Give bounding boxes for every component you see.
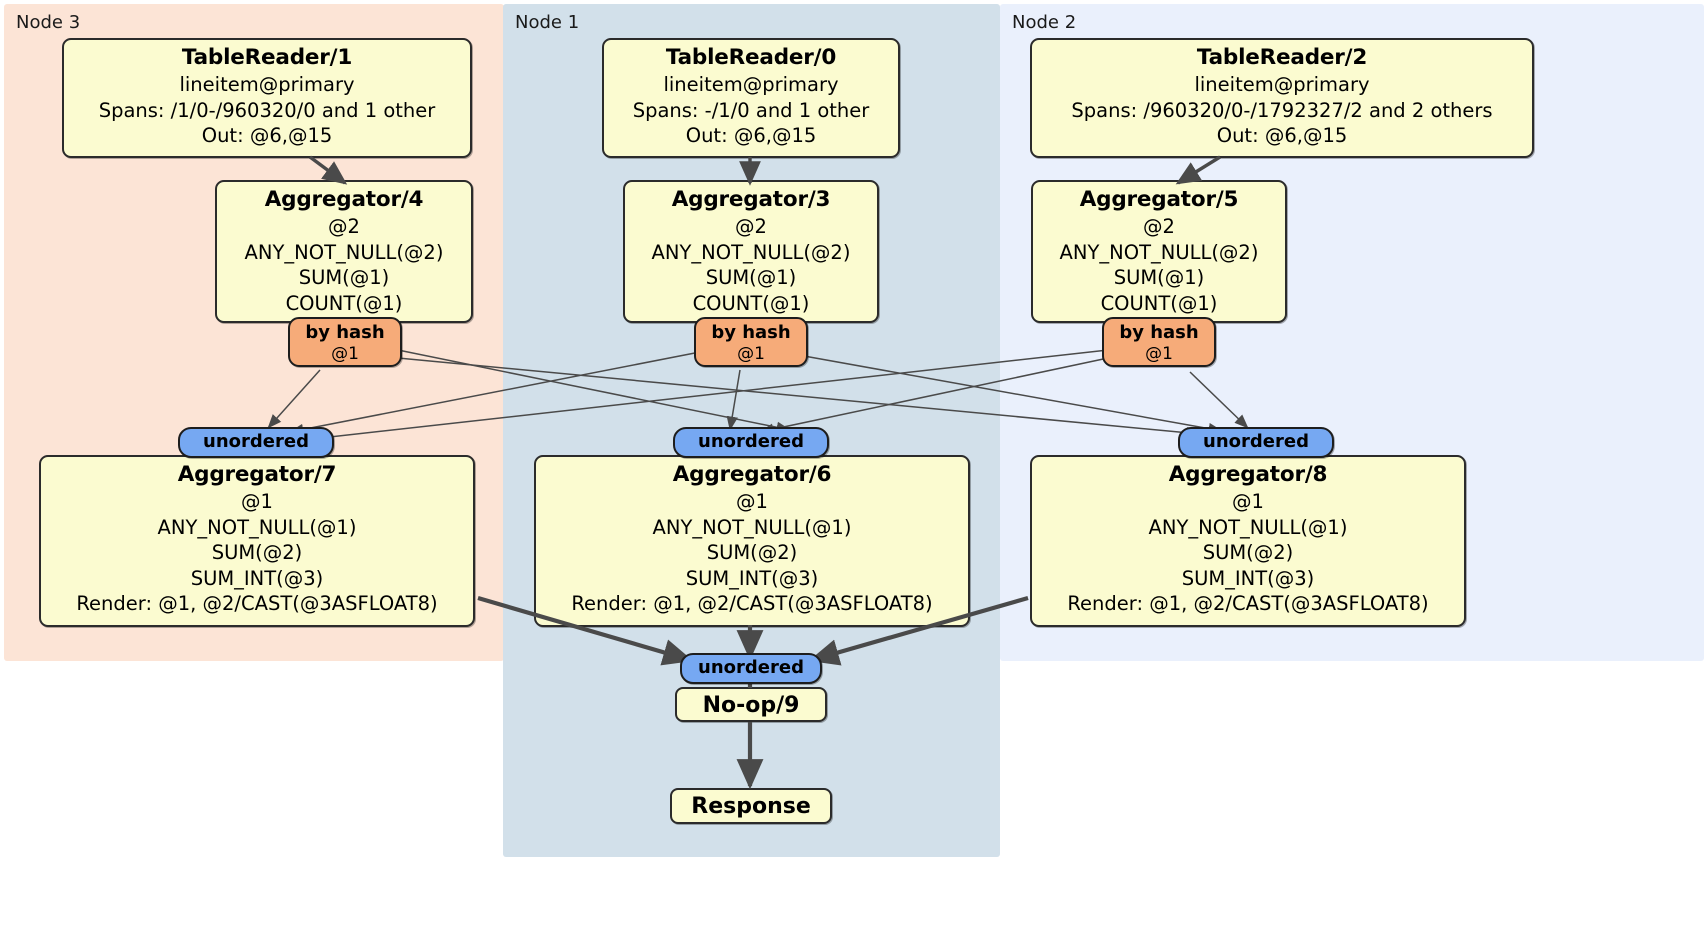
processor-detail-line: Spans: /1/0-/960320/0 and 1 other xyxy=(98,98,436,122)
processor-detail-line: @2 xyxy=(328,215,360,238)
processor-title: Aggregator/7 xyxy=(177,462,337,487)
synchronizer-label: unordered xyxy=(203,431,309,452)
processor-detail-line: @1 xyxy=(1232,490,1264,513)
processor-detail-line: @2 xyxy=(735,215,767,238)
processor-detail-line: Render: @1, @2/CAST(@3ASFLOAT8) xyxy=(1067,592,1429,615)
processor-detail-line: ANY_NOT_NULL(@1) xyxy=(652,515,852,539)
router-column: @1 xyxy=(331,344,359,364)
processor-title: TableReader/2 xyxy=(1196,45,1368,70)
processor-detail-line: SUM(@1) xyxy=(298,266,390,289)
router-by-hash-center[interactable]: by hash @1 xyxy=(694,317,808,367)
processor-detail-line: ANY_NOT_NULL(@1) xyxy=(157,515,357,539)
processor-aggregator-3[interactable]: Aggregator/3 @2 ANY_NOT_NULL(@2) SUM(@1)… xyxy=(623,180,879,323)
processor-title: TableReader/0 xyxy=(665,45,837,70)
router-label: by hash xyxy=(305,322,385,343)
router-column: @1 xyxy=(1145,344,1173,364)
processor-table-reader-2[interactable]: TableReader/2 lineitem@primary Spans: /9… xyxy=(1030,38,1534,158)
processor-aggregator-6[interactable]: Aggregator/6 @1 ANY_NOT_NULL(@1) SUM(@2)… xyxy=(534,455,970,627)
synchronizer-unordered-left[interactable]: unordered xyxy=(178,427,334,458)
processor-detail-line: Out: @6,@15 xyxy=(201,124,333,147)
processor-title: Aggregator/6 xyxy=(672,462,832,487)
processor-detail-line: SUM_INT(@3) xyxy=(190,566,324,590)
processor-detail-line: SUM_INT(@3) xyxy=(1181,566,1315,590)
synchronizer-label: unordered xyxy=(1203,431,1309,452)
processor-detail-line: SUM(@2) xyxy=(211,541,303,564)
processor-detail-line: Spans: /960320/0-/1792327/2 and 2 others xyxy=(1071,98,1493,122)
processor-table-reader-0[interactable]: TableReader/0 lineitem@primary Spans: -/… xyxy=(602,38,900,158)
processor-title: No-op/9 xyxy=(702,693,800,718)
synchronizer-label: unordered xyxy=(698,431,804,452)
processor-detail-line: Spans: -/1/0 and 1 other xyxy=(632,98,870,122)
processor-detail-line: SUM_INT(@3) xyxy=(685,566,819,590)
node-panel-label-node2: Node 2 xyxy=(1012,12,1077,33)
processor-detail-line: ANY_NOT_NULL(@2) xyxy=(244,240,444,264)
processor-detail-line: lineitem@primary xyxy=(179,73,355,96)
router-label: by hash xyxy=(711,322,791,343)
processor-detail-line: lineitem@primary xyxy=(663,73,839,96)
processor-detail-line: @1 xyxy=(241,490,273,513)
processor-table-reader-1[interactable]: TableReader/1 lineitem@primary Spans: /1… xyxy=(62,38,472,158)
processor-detail-line: ANY_NOT_NULL(@1) xyxy=(1148,515,1348,539)
processor-title: Response xyxy=(691,794,811,819)
processor-detail-line: @2 xyxy=(1143,215,1175,238)
processor-detail-line: ANY_NOT_NULL(@2) xyxy=(651,240,851,264)
router-by-hash-left[interactable]: by hash @1 xyxy=(288,317,402,367)
processor-response[interactable]: Response xyxy=(670,788,832,824)
processor-detail-line: SUM(@1) xyxy=(1113,266,1205,289)
synchronizer-label: unordered xyxy=(698,657,804,678)
processor-detail-line: @1 xyxy=(736,490,768,513)
processor-detail-line: Render: @1, @2/CAST(@3ASFLOAT8) xyxy=(571,592,933,615)
processor-aggregator-8[interactable]: Aggregator/8 @1 ANY_NOT_NULL(@1) SUM(@2)… xyxy=(1030,455,1466,627)
router-label: by hash xyxy=(1119,322,1199,343)
processor-detail-line: lineitem@primary xyxy=(1194,73,1370,96)
processor-title: Aggregator/3 xyxy=(671,187,831,212)
processor-detail-line: ANY_NOT_NULL(@2) xyxy=(1059,240,1259,264)
processor-title: TableReader/1 xyxy=(181,45,353,70)
processor-detail-line: COUNT(@1) xyxy=(692,291,810,315)
processor-detail-line: Render: @1, @2/CAST(@3ASFLOAT8) xyxy=(76,592,438,615)
processor-detail-line: Out: @6,@15 xyxy=(685,124,817,147)
processor-detail-line: COUNT(@1) xyxy=(1100,291,1218,315)
node-panel-label-node1: Node 1 xyxy=(515,12,580,33)
processor-no-op-9[interactable]: No-op/9 xyxy=(675,687,827,722)
router-column: @1 xyxy=(737,344,765,364)
processor-title: Aggregator/5 xyxy=(1079,187,1239,212)
processor-detail-line: SUM(@2) xyxy=(706,541,798,564)
processor-title: Aggregator/4 xyxy=(264,187,424,212)
processor-detail-line: SUM(@1) xyxy=(705,266,797,289)
synchronizer-unordered-right[interactable]: unordered xyxy=(1178,427,1334,458)
processor-aggregator-7[interactable]: Aggregator/7 @1 ANY_NOT_NULL(@1) SUM(@2)… xyxy=(39,455,475,627)
processor-aggregator-5[interactable]: Aggregator/5 @2 ANY_NOT_NULL(@2) SUM(@1)… xyxy=(1031,180,1287,323)
synchronizer-unordered-center[interactable]: unordered xyxy=(673,427,829,458)
processor-detail-line: Out: @6,@15 xyxy=(1216,124,1348,147)
processor-detail-line: COUNT(@1) xyxy=(285,291,403,315)
processor-title: Aggregator/8 xyxy=(1168,462,1328,487)
node-panel-label-node3: Node 3 xyxy=(16,12,81,33)
router-by-hash-right[interactable]: by hash @1 xyxy=(1102,317,1216,367)
processor-aggregator-4[interactable]: Aggregator/4 @2 ANY_NOT_NULL(@2) SUM(@1)… xyxy=(215,180,473,323)
synchronizer-unordered-final[interactable]: unordered xyxy=(680,653,822,684)
processor-detail-line: SUM(@2) xyxy=(1202,541,1294,564)
